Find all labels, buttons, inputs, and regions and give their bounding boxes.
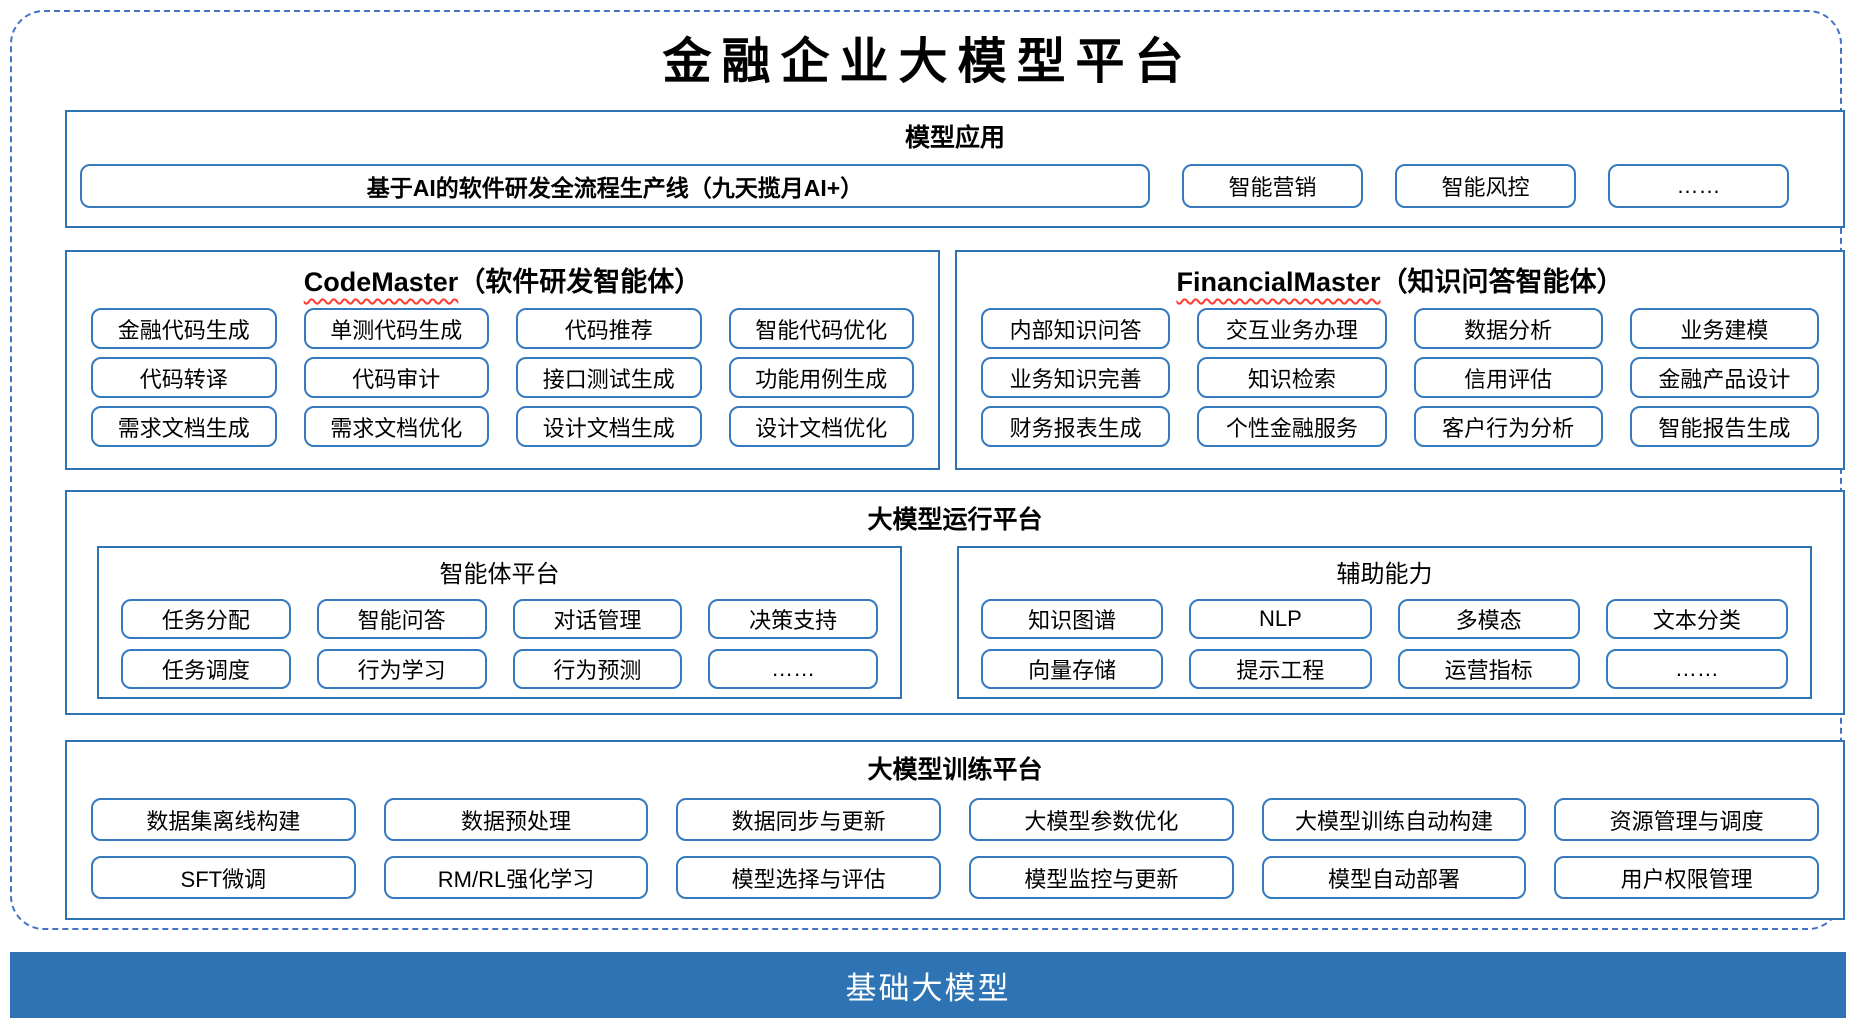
section-model-application: 模型应用 基于AI的软件研发全流程生产线（九天揽月AI+） 智能营销 智能风控 … (65, 110, 1845, 228)
capability-box: 单测代码生成 (303, 308, 489, 349)
capability-box: 客户行为分析 (1413, 406, 1603, 447)
capability-box-ellipsis: …… (708, 649, 878, 689)
app-item-box-ellipsis: …… (1608, 164, 1789, 208)
app-item-box: 智能风控 (1395, 164, 1576, 208)
capability-box: 需求文档生成 (91, 406, 277, 447)
capability-box: 智能代码优化 (728, 308, 914, 349)
capability-box: 向量存储 (981, 649, 1164, 689)
capability-box: 文本分类 (1605, 599, 1788, 639)
model-application-title: 模型应用 (904, 124, 1005, 152)
capability-box: 数据分析 (1413, 308, 1603, 349)
capability-box: 代码审计 (303, 357, 489, 398)
training-platform-title: 大模型训练平台 (867, 756, 1043, 784)
capability-box: 模型自动部署 (1261, 856, 1527, 899)
codemaster-title: CodeMaster（软件研发智能体） (67, 260, 938, 299)
section-financialmaster: FinancialMaster（知识问答智能体） 内部知识问答 交互业务办理 数… (955, 250, 1845, 470)
capability-box: 业务建模 (1629, 308, 1819, 349)
platform-outer-frame (10, 10, 1842, 930)
base-model-bar-label: 基础大模型 (845, 970, 1011, 1006)
capability-box: SFT微调 (91, 856, 356, 899)
production-line-box: 基于AI的软件研发全流程生产线（九天揽月AI+） (80, 164, 1150, 208)
agent-platform-panel: 智能体平台 任务分配 智能问答 对话管理 决策支持 任务调度 行为学习 行为预测… (97, 546, 902, 699)
capability-box: 设计文档生成 (516, 406, 702, 447)
financialmaster-title-en: FinancialMaster (1176, 267, 1381, 297)
capability-box: 数据集离线构建 (91, 798, 356, 841)
agent-platform-title: 智能体平台 (439, 561, 560, 588)
training-platform-grid: 数据集离线构建 数据预处理 数据同步与更新 大模型参数优化 大模型训练自动构建 … (67, 786, 1843, 899)
auxiliary-capability-grid: 知识图谱 NLP 多模态 文本分类 向量存储 提示工程 运营指标 …… (959, 589, 1810, 689)
agent-platform-grid: 任务分配 智能问答 对话管理 决策支持 任务调度 行为学习 行为预测 …… (99, 589, 900, 689)
codemaster-grid: 金融代码生成 单测代码生成 代码推荐 智能代码优化 代码转译 代码审计 接口测试… (67, 299, 938, 447)
base-model-bar: 基础大模型 (10, 952, 1846, 1018)
capability-box: 决策支持 (708, 599, 878, 639)
capability-box: 设计文档优化 (728, 406, 914, 447)
capability-box: 数据同步与更新 (676, 798, 941, 841)
page-title: 金融企业大模型平台 (662, 32, 1194, 90)
financialmaster-title-zh: （知识问答智能体） (1380, 267, 1624, 297)
capability-box: 智能报告生成 (1629, 406, 1819, 447)
capability-box: 交互业务办理 (1197, 308, 1387, 349)
codemaster-title-en: CodeMaster (303, 267, 459, 297)
capability-box: 大模型训练自动构建 (1261, 798, 1527, 841)
capability-box: 个性金融服务 (1197, 406, 1387, 447)
capability-box: 用户权限管理 (1554, 856, 1819, 899)
codemaster-title-zh: （软件研发智能体） (458, 267, 702, 297)
capability-box: 对话管理 (512, 599, 683, 639)
capability-box: 运营指标 (1397, 649, 1580, 689)
capability-box-ellipsis: …… (1605, 649, 1788, 689)
capability-box: 金融代码生成 (91, 308, 277, 349)
capability-box: 内部知识问答 (981, 308, 1171, 349)
capability-box: 行为预测 (512, 649, 683, 689)
capability-box: 代码转译 (91, 357, 277, 398)
runtime-platform-title: 大模型运行平台 (867, 506, 1043, 534)
capability-box: 模型选择与评估 (676, 856, 941, 899)
capability-box: 代码推荐 (516, 308, 702, 349)
capability-box: 智能问答 (316, 599, 487, 639)
capability-box: 多模态 (1397, 599, 1580, 639)
capability-box: 数据预处理 (383, 798, 649, 841)
capability-box: 接口测试生成 (516, 357, 702, 398)
capability-box: 财务报表生成 (981, 406, 1171, 447)
capability-box: NLP (1189, 599, 1372, 639)
capability-box: 模型监控与更新 (968, 856, 1234, 899)
auxiliary-capability-panel: 辅助能力 知识图谱 NLP 多模态 文本分类 向量存储 提示工程 运营指标 …… (957, 546, 1812, 699)
capability-box: 需求文档优化 (303, 406, 489, 447)
capability-box: RM/RL强化学习 (383, 856, 649, 899)
financialmaster-grid: 内部知识问答 交互业务办理 数据分析 业务建模 业务知识完善 知识检索 信用评估… (957, 299, 1843, 447)
capability-box: 知识图谱 (981, 599, 1164, 639)
capability-box: 信用评估 (1413, 357, 1603, 398)
capability-box: 提示工程 (1189, 649, 1372, 689)
capability-box: 功能用例生成 (728, 357, 914, 398)
capability-box: 知识检索 (1197, 357, 1387, 398)
auxiliary-capability-title: 辅助能力 (1336, 561, 1433, 588)
capability-box: 金融产品设计 (1629, 357, 1819, 398)
capability-box: 资源管理与调度 (1554, 798, 1819, 841)
capability-box: 任务调度 (121, 649, 291, 689)
capability-box: 行为学习 (316, 649, 487, 689)
model-application-row: 基于AI的软件研发全流程生产线（九天揽月AI+） 智能营销 智能风控 …… (67, 154, 1843, 208)
section-runtime-platform: 大模型运行平台 智能体平台 任务分配 智能问答 对话管理 决策支持 任务调度 行… (65, 490, 1845, 715)
app-item-box: 智能营销 (1182, 164, 1363, 208)
capability-box: 大模型参数优化 (968, 798, 1234, 841)
capability-box: 任务分配 (121, 599, 291, 639)
capability-box: 业务知识完善 (981, 357, 1171, 398)
financialmaster-title: FinancialMaster（知识问答智能体） (957, 260, 1843, 299)
section-codemaster: CodeMaster（软件研发智能体） 金融代码生成 单测代码生成 代码推荐 智… (65, 250, 940, 470)
section-training-platform: 大模型训练平台 数据集离线构建 数据预处理 数据同步与更新 大模型参数优化 大模… (65, 740, 1845, 920)
